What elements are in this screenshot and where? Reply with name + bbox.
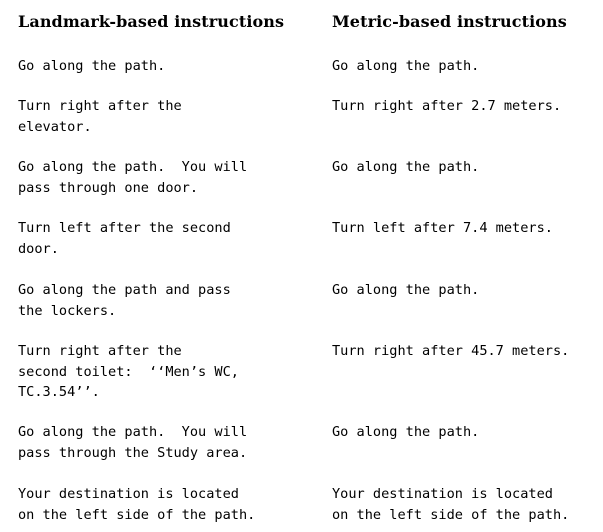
- landmark-cell-5: Go along the path and pass the lockers.: [18, 282, 231, 319]
- landmark-cell-8: Your destination is located on the left …: [18, 486, 256, 523]
- metric-cell-1: Go along the path.: [332, 58, 480, 74]
- metric-cell-4: Turn left after 7.4 meters.: [332, 220, 553, 236]
- header-landmark: Landmark-based instructions: [18, 12, 285, 31]
- metric-cell-8: Your destination is located on the left …: [332, 486, 570, 523]
- landmark-cell-2: Turn right after the elevator.: [18, 98, 182, 135]
- metric-cell-7: Go along the path.: [332, 424, 480, 440]
- metric-cell-5: Go along the path.: [332, 282, 480, 298]
- landmark-cell-7: Go along the path. You will pass through…: [18, 424, 248, 461]
- landmark-cell-3: Go along the path. You will pass through…: [18, 159, 248, 196]
- metric-cell-3: Go along the path.: [332, 159, 480, 175]
- landmark-cell-6: Turn right after the second toilet: ‘‘Me…: [18, 343, 239, 400]
- landmark-cell-4: Turn left after the second door.: [18, 220, 231, 257]
- metric-cell-6: Turn right after 45.7 meters.: [332, 343, 570, 359]
- header-metric: Metric-based instructions: [332, 12, 567, 31]
- metric-cell-2: Turn right after 2.7 meters.: [332, 98, 562, 114]
- landmark-cell-1: Go along the path.: [18, 58, 166, 74]
